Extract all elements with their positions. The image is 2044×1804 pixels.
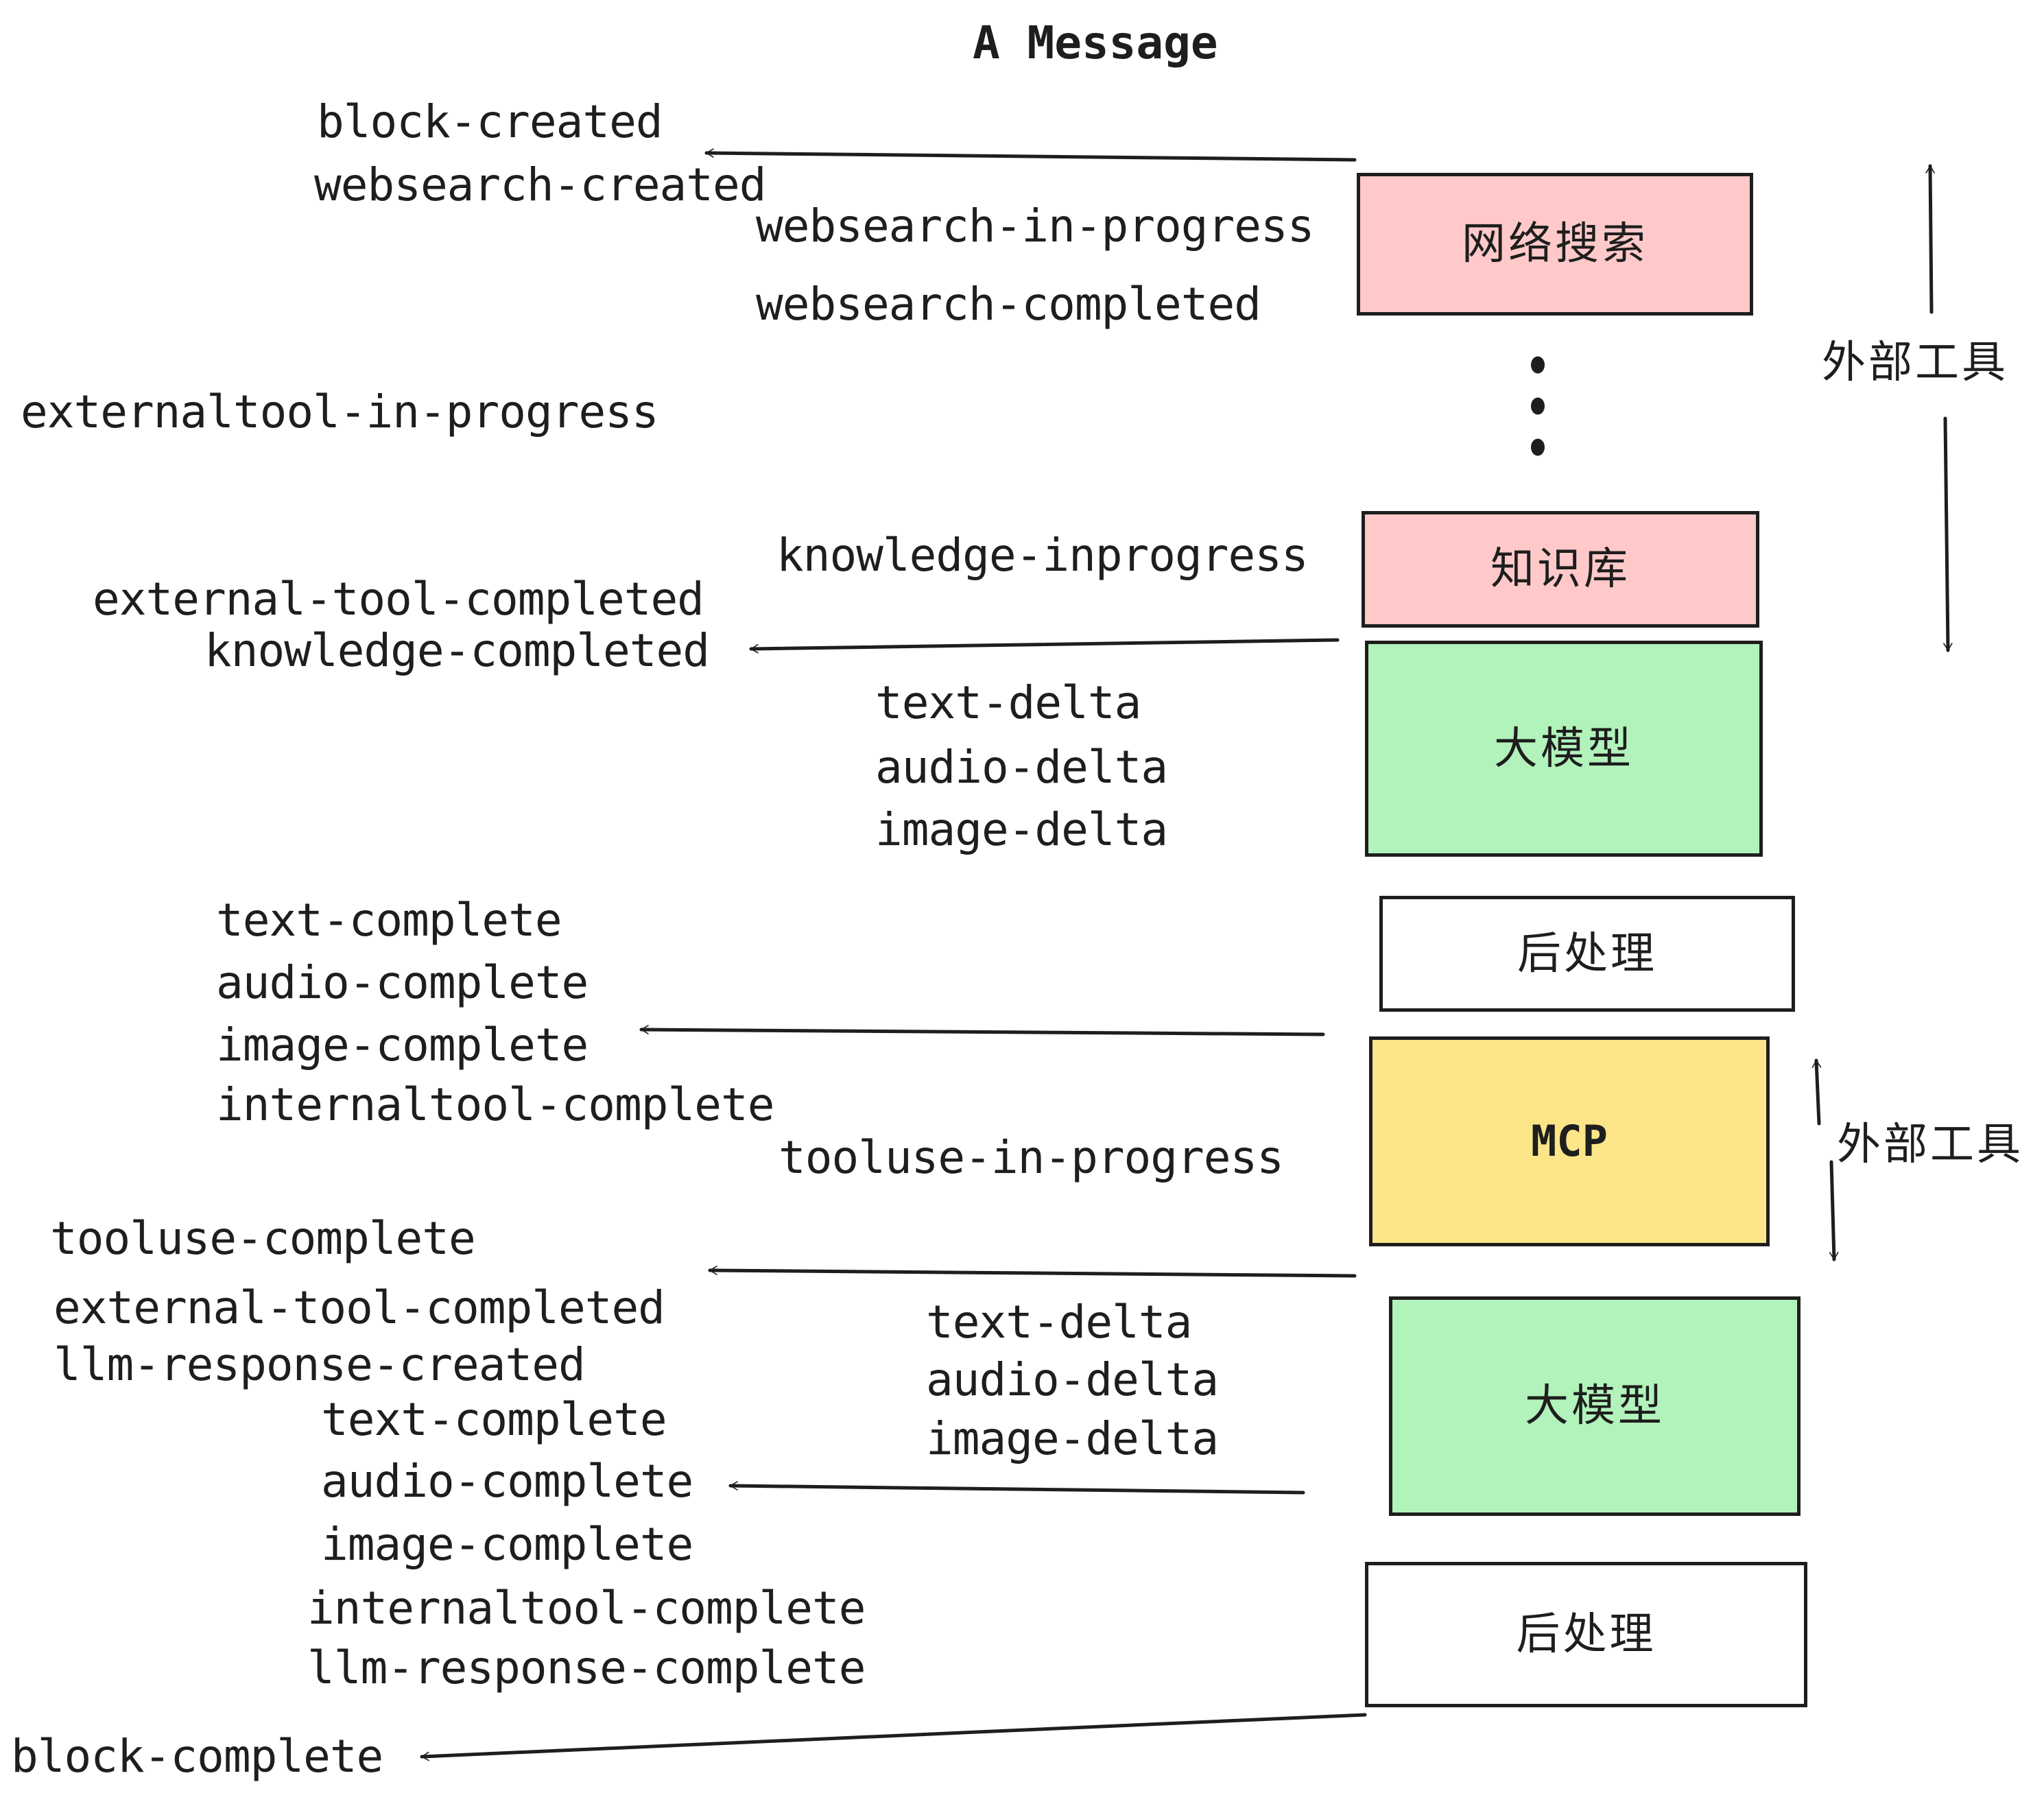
label-audio-delta-1: audio-delta (875, 741, 1168, 794)
label-image-complete-1: image-complete (216, 1019, 589, 1071)
box-llm-1-label: 大模型 (1494, 723, 1634, 774)
label-audio-complete-1: audio-complete (216, 956, 589, 1009)
ellipsis-dot (1531, 438, 1545, 456)
label-llm-response-created: llm-response-created (54, 1338, 586, 1391)
label-external-tool-completed-2: external-tool-completed (54, 1281, 665, 1334)
arrow-to-image-complete (639, 1025, 1325, 1036)
label-tooluse-in-progress: tooluse-in-progress (779, 1131, 1284, 1184)
label-websearch-in-progress: websearch-in-progress (756, 200, 1314, 252)
arrow-to-tooluse-complete (708, 1266, 1357, 1278)
box-knowledge: 知识库 (1362, 511, 1759, 628)
box-mcp-label: MCP (1531, 1116, 1608, 1166)
arrow-to-audio-complete (728, 1481, 1305, 1495)
label-externaltool-in-progress: externaltool-in-progress (21, 385, 659, 438)
label-websearch-completed: websearch-completed (756, 278, 1261, 331)
box-llm-1: 大模型 (1365, 641, 1763, 857)
box-mcp: MCP (1369, 1036, 1770, 1246)
label-websearch-created: websearch-created (314, 158, 767, 211)
label-text-delta-2: text-delta (926, 1296, 1192, 1349)
box-llm-2-label: 大模型 (1525, 1381, 1665, 1432)
box-postprocess-2-label: 后处理 (1516, 1609, 1656, 1660)
arrow-to-block-created (704, 148, 1357, 162)
ellipsis-dot (1531, 356, 1545, 374)
label-audio-complete-2: audio-complete (321, 1455, 693, 1508)
box-postprocess-1-label: 后处理 (1517, 928, 1657, 980)
ellipsis-dot (1531, 397, 1545, 415)
label-external-tool-completed-1: external-tool-completed (93, 573, 704, 626)
arrow-external-tools-bottom-up (1811, 1058, 1822, 1126)
arrow-external-tools-top-up (1925, 164, 1935, 314)
box-websearch-label: 网络搜索 (1462, 219, 1648, 270)
side-label-external-tools-top: 外部工具 (1822, 337, 2008, 388)
label-image-delta-2: image-delta (926, 1412, 1219, 1465)
label-internaltool-complete-1: internaltool-complete (216, 1078, 774, 1131)
arrow-external-tools-top-down (1943, 416, 1953, 652)
box-postprocess-2: 后处理 (1365, 1562, 1807, 1707)
label-block-complete: block-complete (11, 1730, 383, 1783)
label-image-delta-1: image-delta (875, 803, 1168, 856)
label-audio-delta-2: audio-delta (926, 1353, 1219, 1406)
label-text-complete-2: text-complete (321, 1393, 667, 1446)
label-knowledge-completed: knowledge-completed (204, 624, 710, 677)
label-internaltool-complete-2: internaltool-complete (307, 1582, 866, 1635)
label-tooluse-complete: tooluse-complete (50, 1212, 476, 1265)
side-label-external-tools-bottom: 外部工具 (1837, 1119, 2023, 1170)
box-knowledge-label: 知识库 (1490, 544, 1630, 595)
label-text-delta-1: text-delta (875, 676, 1141, 729)
box-llm-2: 大模型 (1389, 1296, 1801, 1516)
arrow-to-block-complete (420, 1713, 1367, 1761)
label-image-complete-2: image-complete (321, 1518, 693, 1571)
arrow-external-tools-bottom-down (1829, 1160, 1839, 1261)
label-block-created: block-created (317, 95, 663, 148)
label-text-complete-1: text-complete (216, 894, 562, 947)
box-websearch: 网络搜索 (1357, 173, 1753, 316)
label-llm-response-complete: llm-response-complete (307, 1641, 866, 1694)
page-title: A Message (973, 16, 1218, 69)
arrow-to-knowledge-completed (749, 638, 1340, 654)
label-knowledge-inprogress: knowledge-inprogress (776, 529, 1309, 582)
box-postprocess-1: 后处理 (1379, 896, 1795, 1012)
